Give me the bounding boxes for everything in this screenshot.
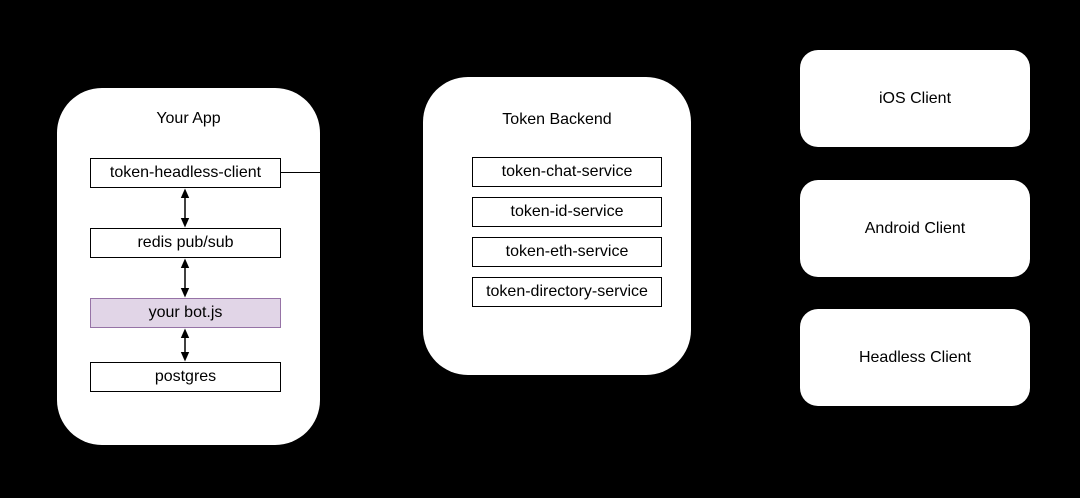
your-app-container: Your App token-headless-client redis pub…: [57, 88, 320, 445]
node-token-eth-service: token-eth-service: [472, 237, 662, 267]
node-token-id-service: token-id-service: [472, 197, 662, 227]
node-redis-pubsub: redis pub/sub: [90, 228, 281, 258]
bidirectional-arrow: [180, 258, 190, 298]
node-postgres: postgres: [90, 362, 281, 392]
bidirectional-arrow: [180, 188, 190, 228]
node-token-chat-service: token-chat-service: [472, 157, 662, 187]
client-box-android: Android Client: [800, 180, 1030, 277]
client-box-headless: Headless Client: [800, 309, 1030, 406]
connector-line-headless-client: [281, 172, 321, 173]
token-backend-title: Token Backend: [502, 111, 612, 128]
node-token-headless-client: token-headless-client: [90, 158, 281, 188]
client-box-ios: iOS Client: [800, 50, 1030, 147]
your-app-title: Your App: [156, 110, 221, 127]
token-backend-container: Token Backend token-chat-service token-i…: [423, 77, 691, 375]
node-token-directory-service: token-directory-service: [472, 277, 662, 307]
node-your-bot-js: your bot.js: [90, 298, 281, 328]
bidirectional-arrow: [180, 328, 190, 362]
